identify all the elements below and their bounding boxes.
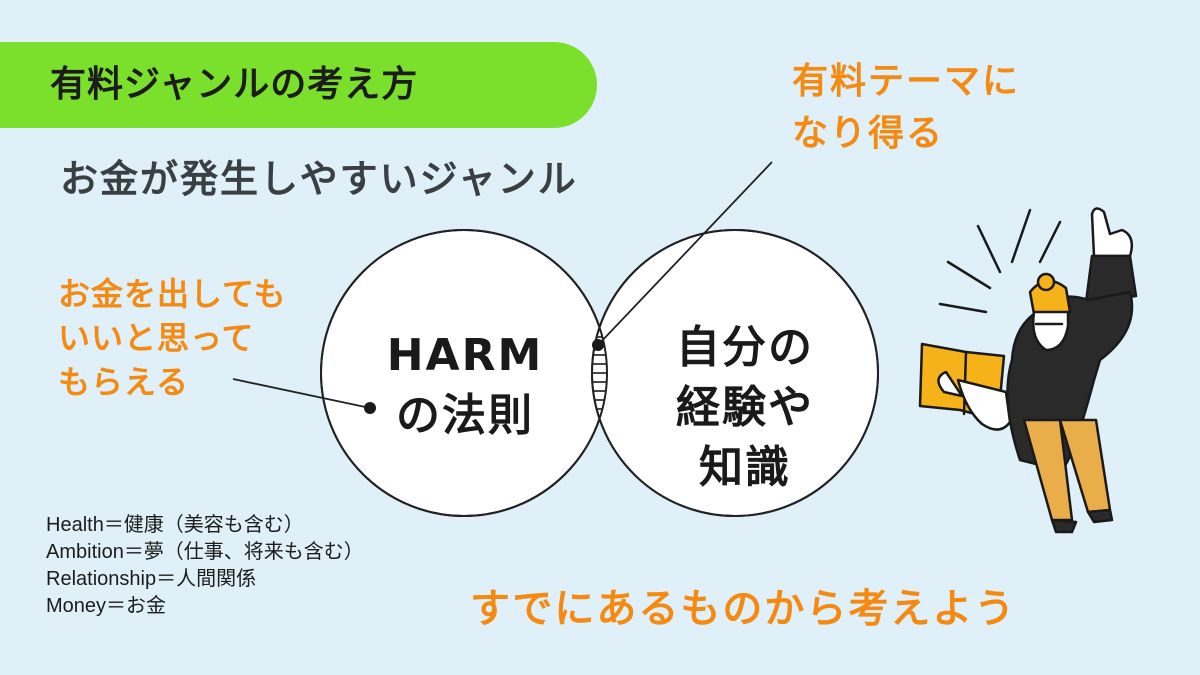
venn-left-label-line: の法則: [396, 390, 534, 441]
harm-note-line: お金を出しても: [58, 275, 287, 313]
intersection-pointer-dot: [592, 339, 604, 351]
venn-right-label: 自分の 経験や 知識: [640, 318, 850, 498]
intersection-pointer-line: [597, 161, 773, 346]
venn-right-label-line: 経験や: [676, 382, 814, 433]
venn-left-label-line: HARM: [386, 330, 544, 381]
harm-note-line: もらえる: [58, 363, 190, 401]
definition-item: Relationship＝人間関係: [46, 568, 257, 590]
harm-definitions: Health＝健康（美容も含む） Ambition＝夢（仕事、将来も含む） Re…: [46, 512, 364, 620]
venn-right-label-line: 自分の: [676, 322, 814, 373]
definition-item: Health＝健康（美容も含む）: [46, 514, 304, 536]
title-banner: [0, 42, 597, 128]
intersection-note-line: なり得る: [792, 113, 945, 154]
person-illustration: [918, 207, 1138, 534]
harm-pointer-dot: [364, 402, 376, 414]
definition-item: Money＝お金: [46, 595, 167, 617]
harm-note: お金を出しても いいと思って もらえる: [58, 272, 286, 404]
intersection-note: 有料テーマに なり得る: [792, 56, 1020, 160]
harm-pointer-line: [232, 378, 371, 409]
venn-left-label: HARM の法則: [360, 326, 570, 446]
harm-note-line: いいと思って: [58, 319, 255, 357]
slide-subtitle: お金が発生しやすいジャンル: [60, 157, 578, 201]
bottom-message: すでにあるものから考えよう: [470, 586, 1017, 632]
definition-item: Ambition＝夢（仕事、将来も含む）: [46, 541, 364, 563]
intersection-note-line: 有料テーマに: [792, 61, 1021, 102]
slide-title: 有料ジャンルの考え方: [50, 64, 419, 105]
venn-right-label-line: 知識: [699, 442, 791, 493]
